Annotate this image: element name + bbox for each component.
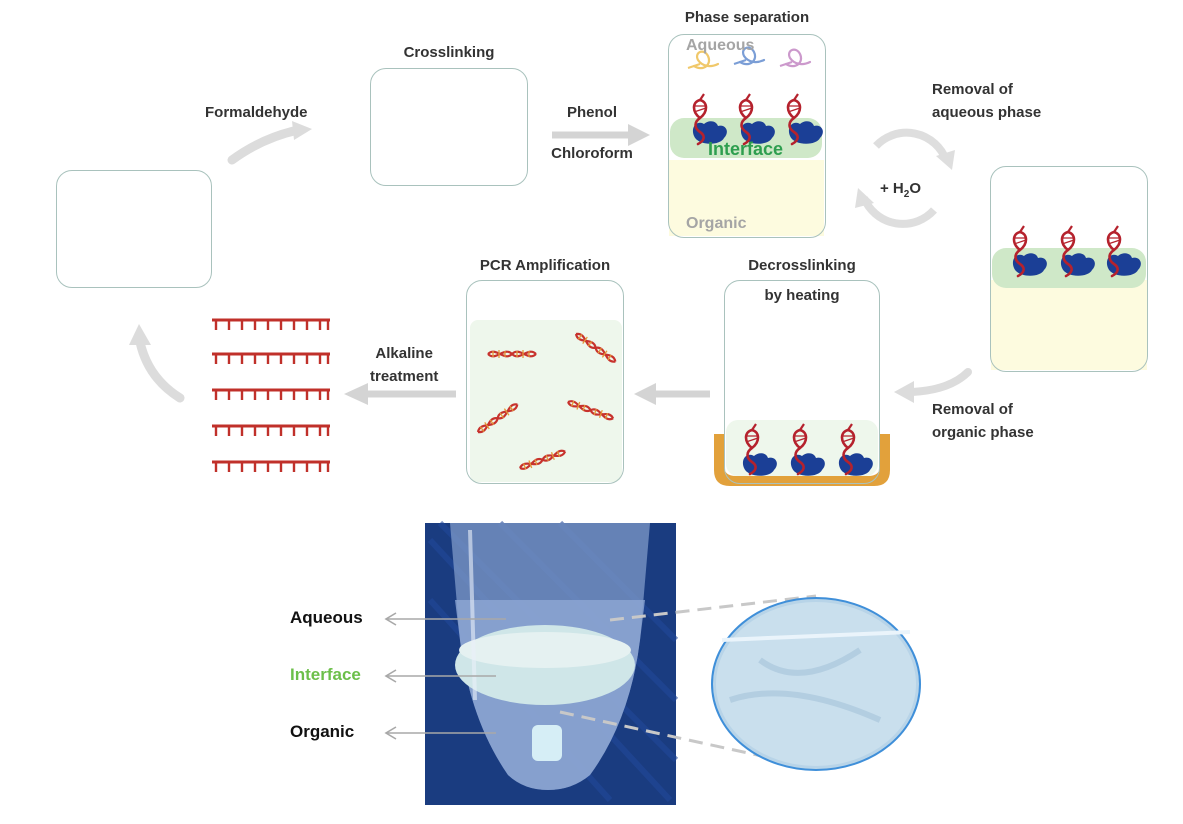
- magnified-interface-view: [711, 597, 921, 771]
- label-alkaline-line1: Alkaline: [375, 345, 433, 362]
- label-decrosslinking: Decrosslinking: [748, 257, 856, 274]
- h2o-prefix: + H: [880, 180, 904, 197]
- label-phenol: Phenol: [566, 104, 618, 121]
- label-alkaline-line2: treatment: [370, 368, 439, 385]
- arrow-removal-organic: [908, 368, 972, 396]
- panel-crosslinking: [370, 68, 528, 186]
- panel-after-removal: [990, 166, 1148, 372]
- label-phase-separation: Phase separation: [684, 9, 810, 26]
- photo-label-aqueous: Aqueous: [290, 608, 363, 627]
- tube-photo: [425, 520, 679, 805]
- label-alkaline-treatment: Alkaline treatment: [370, 342, 438, 388]
- panel-phase-separation: [668, 34, 826, 238]
- label-phase-aqueous: Aqueous: [686, 37, 755, 54]
- panel-interface-contents: [991, 224, 1147, 370]
- label-phase-organic: Organic: [686, 215, 747, 232]
- panel-pcr: [466, 280, 624, 484]
- h2o-suffix: O: [909, 180, 921, 197]
- panel-pcr-contents: [470, 320, 622, 482]
- label-chloroform: Chloroform: [551, 145, 633, 162]
- label-phase-interface: Interface: [708, 139, 784, 159]
- label-removal-organic-line2: organic phase: [932, 424, 1034, 441]
- label-removal-aqueous-line1: Removal of: [932, 81, 1013, 98]
- label-removal-organic: Removal of organic phase: [932, 398, 1034, 444]
- panel-decrosslinking: [724, 280, 880, 484]
- photo-label-interface: Interface: [290, 665, 361, 684]
- label-formaldehyde: Formaldehyde: [205, 104, 308, 121]
- photo-label-organic: Organic: [290, 722, 355, 741]
- panel-phase-contents: [669, 46, 824, 236]
- oligo-strands: [210, 318, 332, 474]
- h2o-subscript: 2: [903, 189, 910, 200]
- label-removal-organic-line1: Removal of: [932, 401, 1013, 418]
- panel-initial: [56, 170, 212, 288]
- cycle-arrow-top: [873, 128, 950, 162]
- arrow-formaldehyde: [227, 125, 303, 165]
- arrow-return: [135, 337, 185, 403]
- label-crosslinking: Crosslinking: [403, 44, 495, 61]
- label-removal-aqueous: Removal of aqueous phase: [932, 78, 1041, 124]
- label-pcr-amplification: PCR Amplification: [479, 257, 611, 274]
- cycle-arrow-bottom: [860, 196, 937, 228]
- label-by-heating: by heating: [764, 287, 840, 304]
- label-removal-aqueous-line2: aqueous phase: [932, 104, 1042, 121]
- label-plus-h2o: + H2O: [880, 180, 921, 200]
